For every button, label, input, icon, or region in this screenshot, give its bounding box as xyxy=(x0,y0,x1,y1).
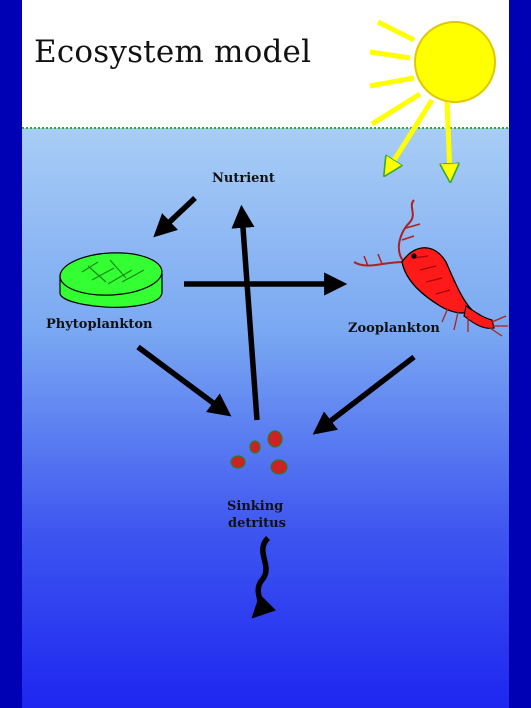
phytoplankton-label: Phytoplankton xyxy=(46,316,153,333)
nutrient-label: Nutrient xyxy=(212,170,275,187)
diagram-panel: Ecosystem model Nutrient Phytoplankton Z… xyxy=(22,0,509,708)
detritus-label-line1: Sinking xyxy=(227,498,283,515)
detritus-label-line2: detritus xyxy=(228,515,286,532)
diagram-canvas xyxy=(22,0,509,708)
zooplankton-label: Zooplankton xyxy=(348,320,440,337)
diagram-title: Ecosystem model xyxy=(34,34,311,70)
water xyxy=(22,128,509,708)
